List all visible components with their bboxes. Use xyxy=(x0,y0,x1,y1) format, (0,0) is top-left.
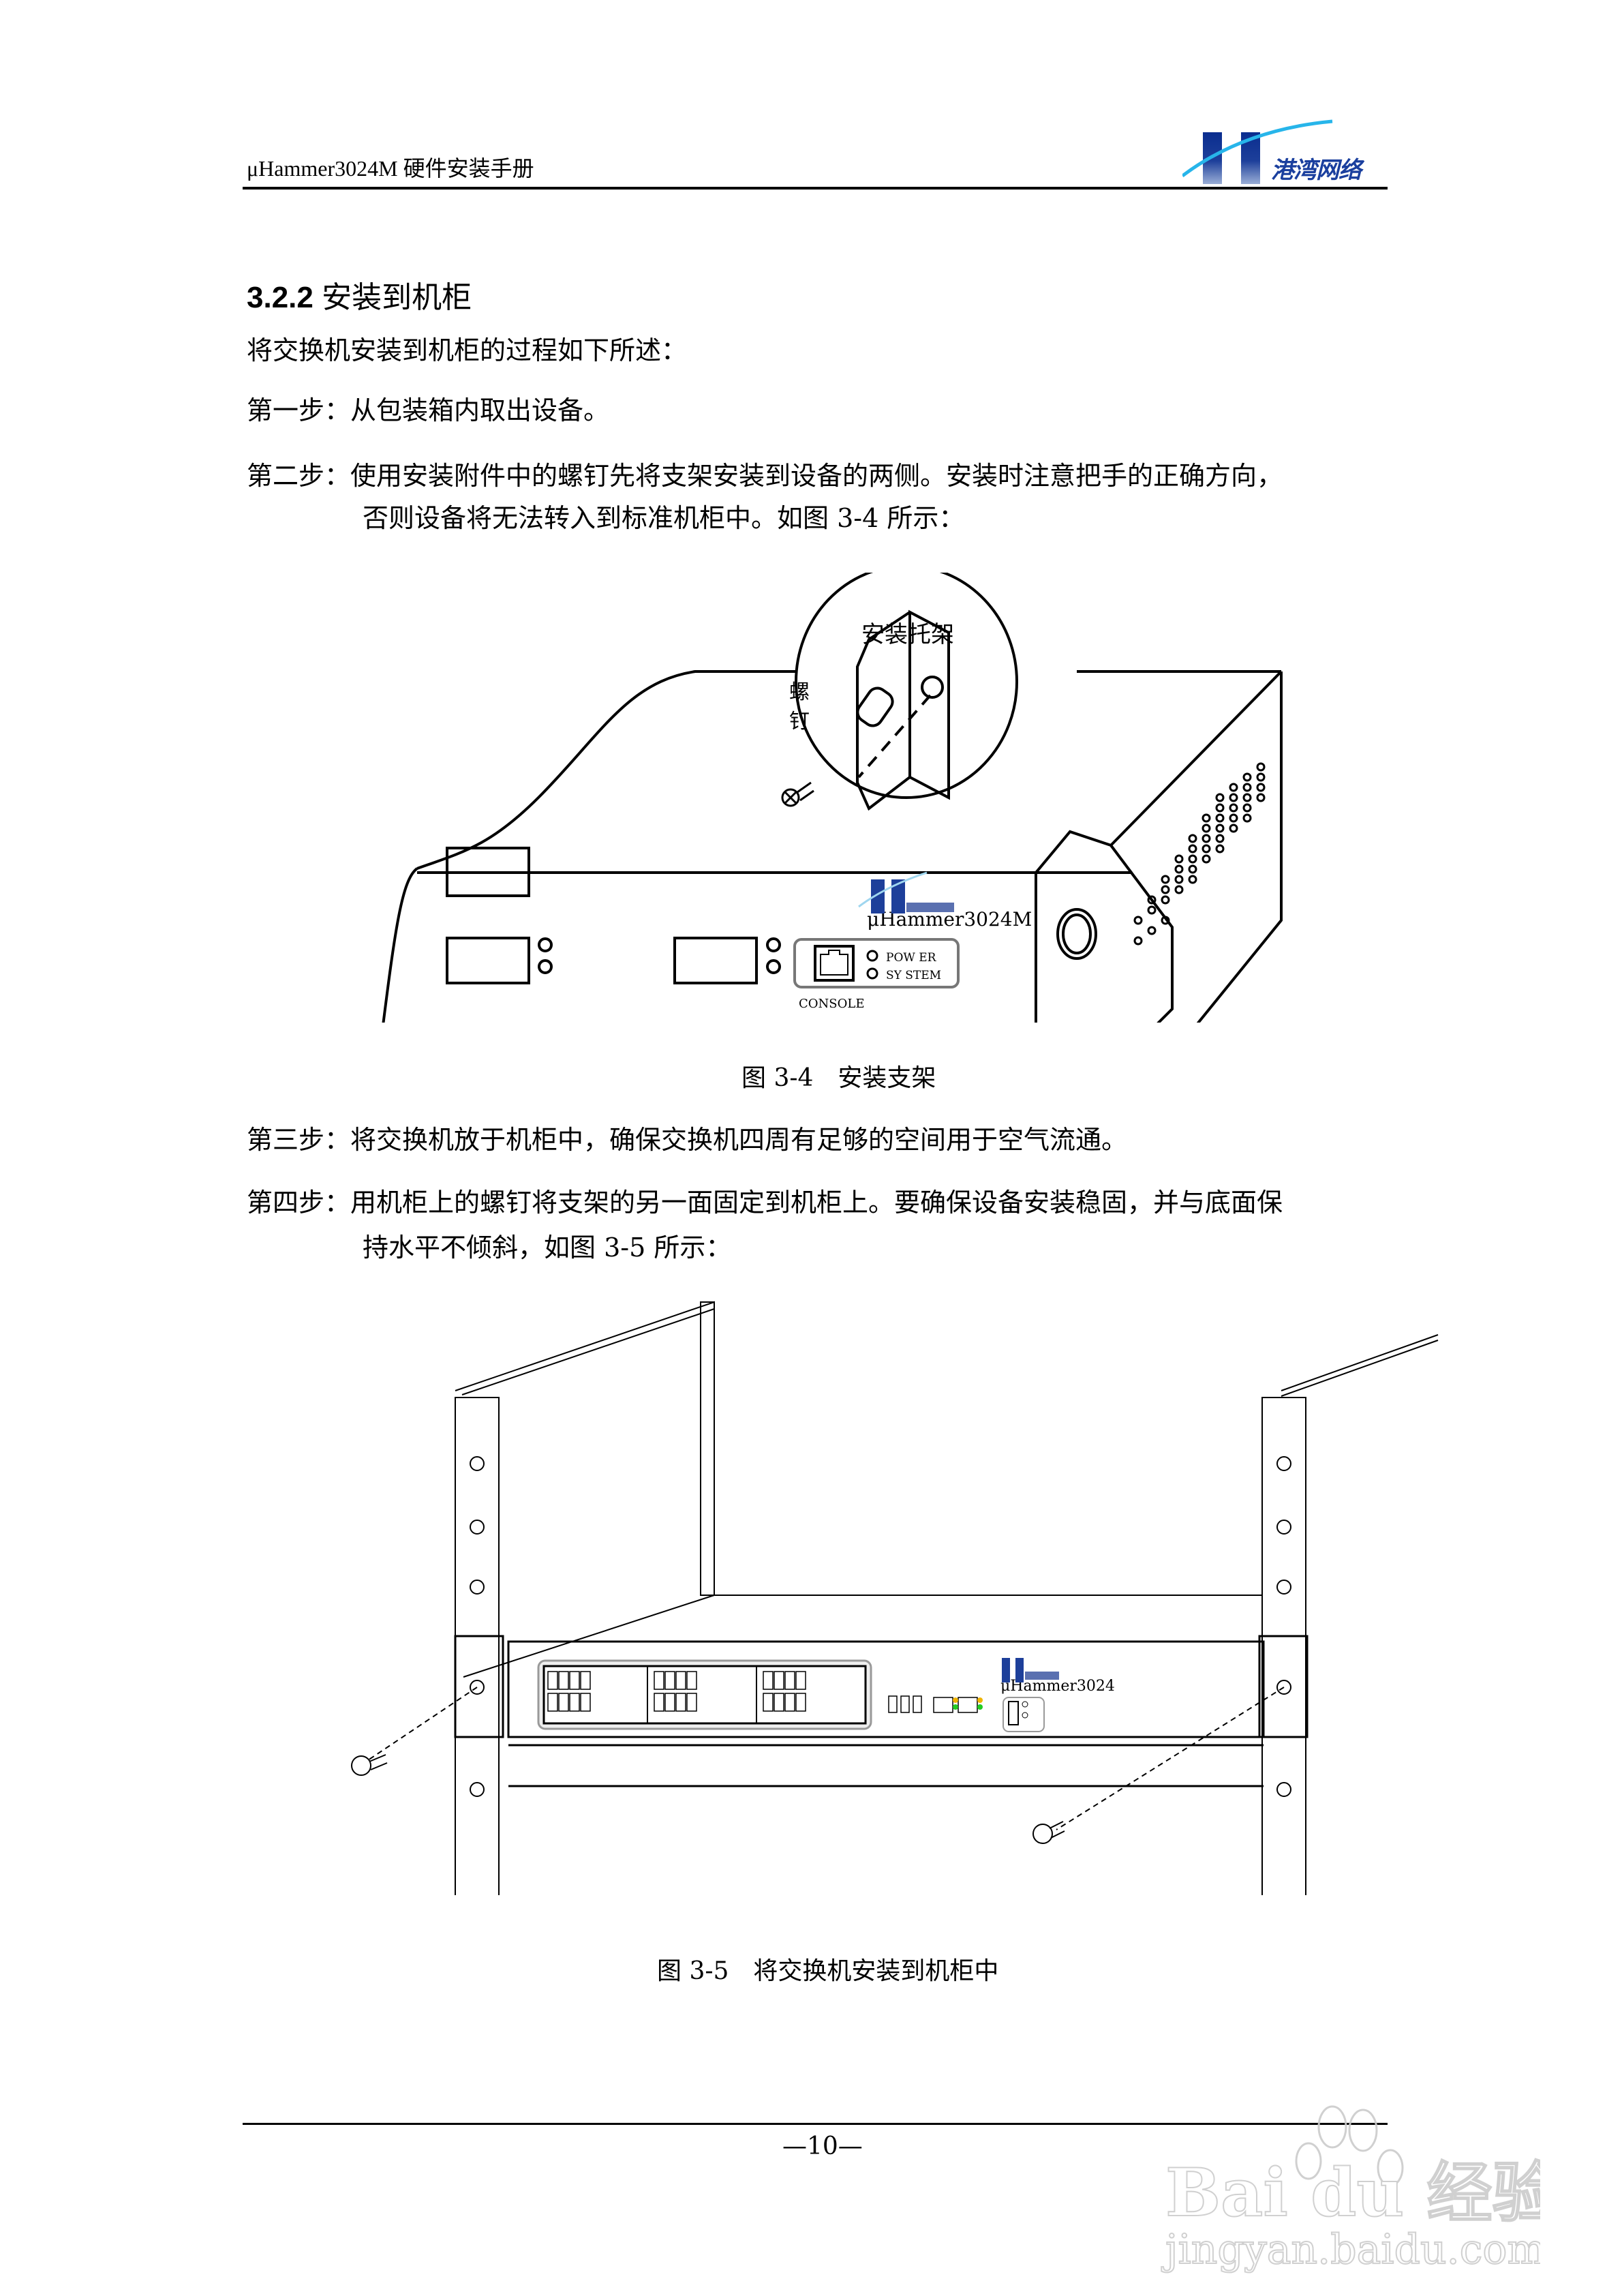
footer-rule xyxy=(243,2123,1388,2125)
step-label: 第二步： xyxy=(247,461,351,491)
power-led xyxy=(866,950,878,962)
screw-icon xyxy=(781,781,814,807)
figure-3-4-bracket-diagram: 安装托架 螺 钉 POW ER SY STEM CONSOLE μHammer3… xyxy=(382,573,1283,1023)
section-number: 3.2.2 xyxy=(247,281,313,314)
watermark-brand: Bai du 经验 xyxy=(1165,2154,1540,2231)
watermark-url: jingyan.baidu.com xyxy=(1161,2226,1540,2274)
logo-text: 港湾网络 xyxy=(1271,157,1362,184)
step-label: 第三步： xyxy=(247,1125,351,1155)
step-text: 将交换机放于机柜中，确保交换机四周有足够的空间用于空气流通。 xyxy=(350,1125,1128,1155)
green-led xyxy=(953,1704,958,1710)
device-logo-icon xyxy=(858,871,954,913)
step-label: 第四步： xyxy=(247,1188,351,1218)
figure-3-5-caption: 图 3-5 将交换机安装到机柜中 xyxy=(657,1957,999,1985)
section-heading: 3.2.2 安装到机柜 xyxy=(247,273,472,316)
figure-3-4-caption: 图 3-4 安装支架 xyxy=(741,1064,936,1092)
screw-icon xyxy=(1032,1824,1053,1844)
section-title: 安装到机柜 xyxy=(322,281,472,314)
header-rule xyxy=(243,187,1388,190)
power-label: POW ER xyxy=(886,951,937,965)
baidu-watermark: Bai du 经验 jingyan.baidu.com xyxy=(1159,2100,1559,2277)
console-port-icon xyxy=(1008,1701,1019,1725)
step-text: 从包装箱内取出设备。 xyxy=(350,395,610,425)
document-header-title: μHammer3024M 硬件安装手册 xyxy=(247,156,534,181)
step-text: 用机柜上的螺钉将支架的另一面固定到机柜上。要确保设备安装稳固，并与底面保 xyxy=(350,1188,1283,1218)
step-1: 第一步：从包装箱内取出设备。 xyxy=(247,395,609,425)
vent-holes xyxy=(1133,762,1266,946)
company-logo: 港湾网络 xyxy=(1181,116,1387,184)
step-4: 第四步：用机柜上的螺钉将支架的另一面固定到机柜上。要确保设备安装稳固，并与底面保 xyxy=(247,1188,1283,1218)
step-label: 第一步： xyxy=(247,395,351,425)
page-number: —10— xyxy=(782,2132,863,2160)
screw-callout-label-1: 螺 xyxy=(789,680,810,704)
step-2: 第二步：使用安装附件中的螺钉先将支架安装到设备的两侧。安装时注意把手的正确方向， xyxy=(247,461,1283,491)
screw-icon xyxy=(351,1755,371,1776)
amber-led xyxy=(953,1697,958,1703)
rack-holes xyxy=(470,1456,1291,1797)
device-logo-icon xyxy=(1002,1658,1059,1682)
console-label: CONSOLE xyxy=(799,997,864,1011)
step-text: 使用安装附件中的螺钉先将支架安装到设备的两侧。安装时注意把手的正确方向， xyxy=(350,461,1283,491)
step-2-continuation: 否则设备将无法转入到标准机柜中。如图 3-4 所示： xyxy=(363,503,965,533)
step-3: 第三步：将交换机放于机柜中，确保交换机四周有足够的空间用于空气流通。 xyxy=(247,1125,1127,1155)
system-label: SY STEM xyxy=(886,969,941,982)
logo-h-icon xyxy=(1181,119,1333,184)
console-panel xyxy=(793,938,960,988)
screw-callout-label-2: 钉 xyxy=(789,710,810,734)
console-port-icon xyxy=(814,945,855,982)
system-led xyxy=(866,967,878,980)
step-4-continuation: 持水平不倾斜，如图 3-5 所示： xyxy=(363,1233,732,1263)
bracket-callout-label: 安装托架 xyxy=(861,621,954,648)
rj45-ports xyxy=(547,1671,978,1713)
intro-paragraph: 将交换机安装到机柜的过程如下所述： xyxy=(247,335,688,365)
figure-3-5-rack-diagram: μHammer3024 xyxy=(351,1301,1439,1895)
baidu-paw-icon: Bai du 经验 jingyan.baidu.com xyxy=(1161,2105,1559,2274)
